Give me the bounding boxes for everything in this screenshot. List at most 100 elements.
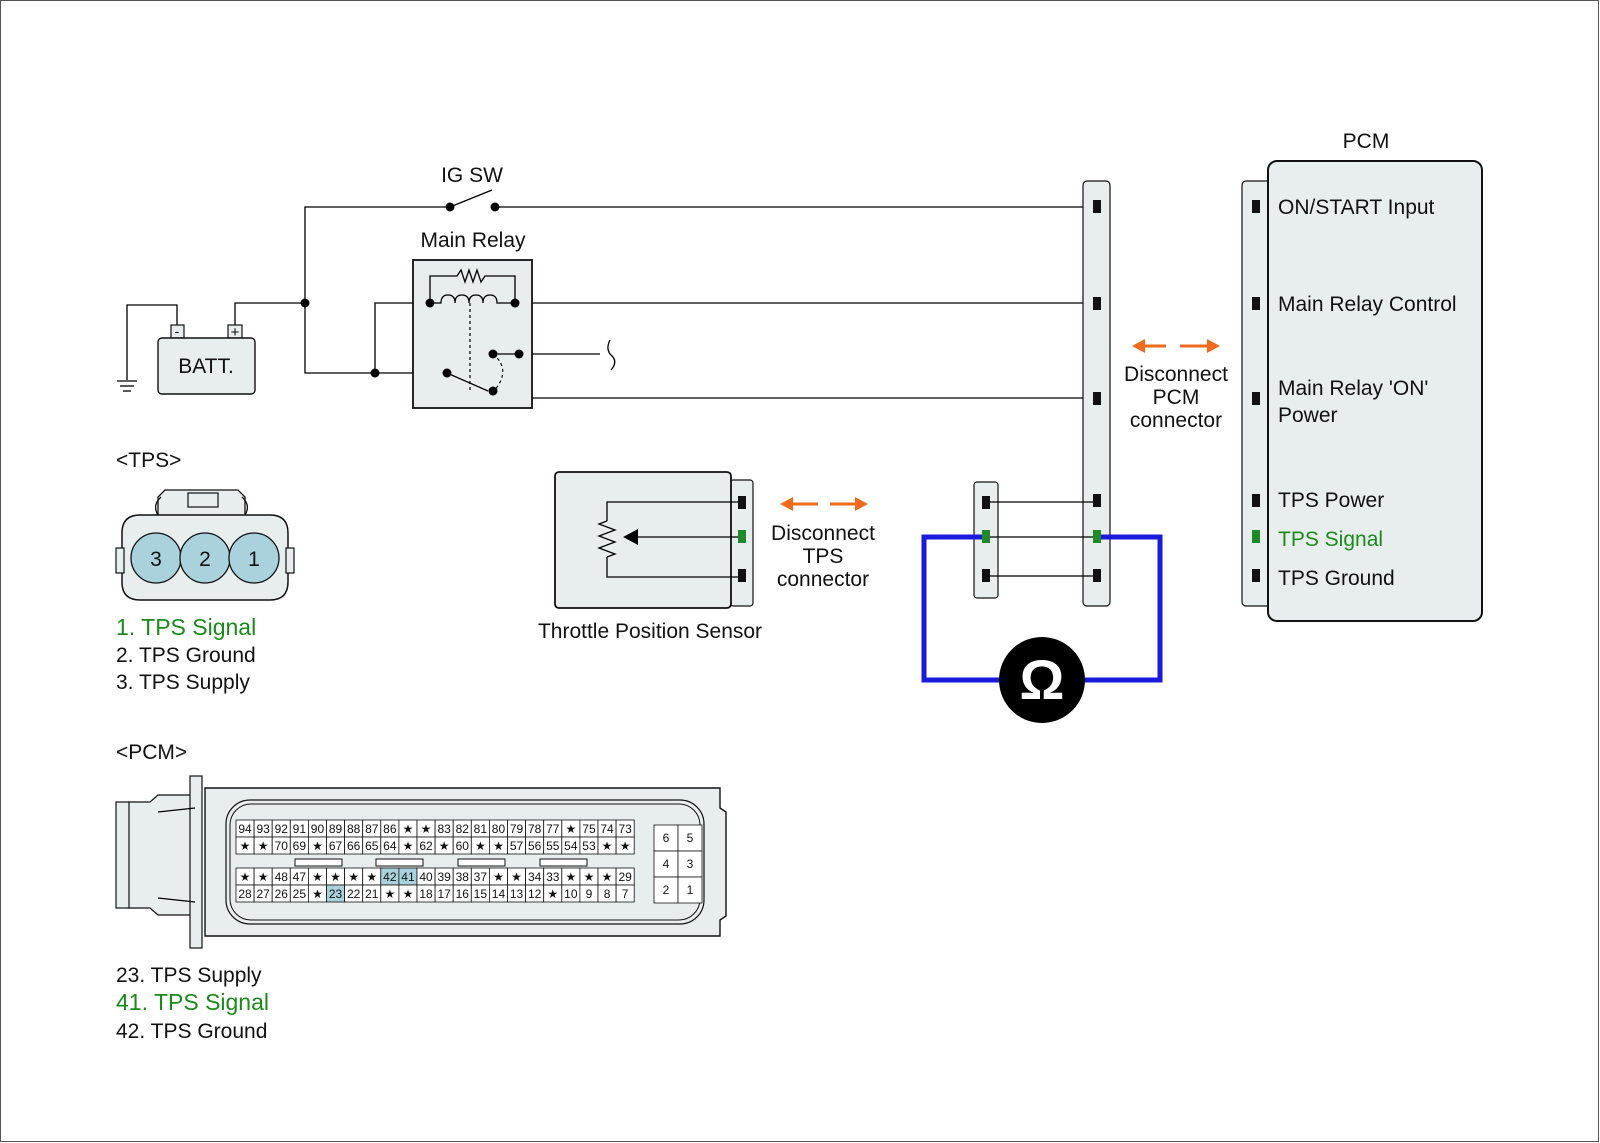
pcm-pin-number: 87	[365, 822, 379, 836]
disconnect-pcm-line2: PCM	[1153, 386, 1200, 409]
pcm-pin-number: 67	[329, 839, 343, 853]
pcm-pin-number: 60	[456, 839, 470, 853]
pcm-pin-number: ★	[240, 839, 251, 853]
pcm-pin-number: ★	[602, 839, 613, 853]
pcm-pin-number: 80	[492, 822, 506, 836]
pcm-pin-number: 54	[564, 839, 578, 853]
meter-lead-right	[1085, 534, 1163, 683]
pcm-pin-number: ★	[602, 870, 613, 884]
pcm-pin-number: 28	[238, 887, 252, 901]
pcm-pin-number: 74	[600, 822, 614, 836]
tps-pin-label: 1	[248, 548, 260, 571]
pcm-pin-number: 53	[582, 839, 596, 853]
pcm-pin-number: 57	[510, 839, 524, 853]
pcm-pin-number: 86	[383, 822, 397, 836]
pcm-box	[1267, 160, 1483, 622]
pcm-pin-number: ★	[620, 839, 631, 853]
pcm-pin-number: 33	[546, 870, 560, 884]
pcm-pin-number: 16	[456, 887, 470, 901]
pcm-pin-number: 13	[510, 887, 524, 901]
pcm-pin-number: 25	[293, 887, 307, 901]
ig-switch-label: IG SW	[441, 164, 503, 187]
pcm-title: PCM	[1343, 130, 1390, 153]
pcm-pin-number: ★	[258, 870, 269, 884]
pcm-pin-number: 89	[329, 822, 343, 836]
pcm-connector-title: <PCM>	[116, 741, 187, 764]
throttle-position-sensor: Throttle Position Sensor	[538, 471, 762, 643]
ohm-meter-icon	[999, 637, 1085, 723]
pcm-pin-number: 81	[474, 822, 488, 836]
pcm-pin-number: 47	[293, 870, 307, 884]
pcm-small-pin-cell	[653, 850, 679, 878]
tps-pin-label: 3	[150, 548, 162, 571]
pcm-pin-label-tps-ground: TPS Ground	[1278, 567, 1395, 590]
pcm-pin-number: 39	[437, 870, 451, 884]
disconnect-tps-callout: Disconnect TPS connector	[771, 497, 875, 591]
pcm-small-pin-number: 1	[687, 883, 694, 897]
pcm-small-pin-number: 2	[663, 883, 670, 897]
pcm-pin-number: 56	[528, 839, 542, 853]
pcm-pin-number: ★	[330, 870, 341, 884]
pcm-pin-label-tps-power: TPS Power	[1278, 489, 1384, 512]
pcm-pin-label-main-relay-control: Main Relay Control	[1278, 293, 1457, 316]
pcm-small-pin-cell	[677, 850, 703, 878]
pcm-pin-number: 69	[293, 839, 307, 853]
pcm-small-pin-number: 5	[687, 831, 694, 845]
pcm-pin-label-tps-signal: TPS Signal	[1278, 528, 1383, 551]
pcm-pin-number: 75	[582, 822, 596, 836]
pcm-pin-number: 82	[456, 822, 470, 836]
tps-pin-label: 2	[199, 548, 211, 571]
pcm-pin-number: 88	[347, 822, 361, 836]
pcm-pin-number: 94	[238, 822, 252, 836]
pcm-pin-number: ★	[511, 870, 522, 884]
pcm-pin-number: ★	[348, 870, 359, 884]
pcm-pin-number: ★	[439, 839, 450, 853]
pcm-pin-number: ★	[240, 870, 251, 884]
pcm-pin-number: 93	[256, 822, 270, 836]
pcm-legend-ground: 42. TPS Ground	[116, 1020, 267, 1043]
pcm-pin-number: ★	[403, 839, 414, 853]
harness-connector-tps	[973, 481, 1093, 599]
pcm-pin-number: 41	[401, 870, 415, 884]
pcm-pin-number: 23	[329, 887, 343, 901]
pcm-pin-number: ★	[565, 870, 576, 884]
pcm-pin-number: 92	[275, 822, 289, 836]
tps-legend-ground: 2. TPS Ground	[116, 644, 256, 667]
pcm-pin-number: 48	[275, 870, 289, 884]
main-relay-box	[412, 259, 533, 409]
pcm-pin-number: 73	[618, 822, 632, 836]
disconnect-pcm-callout: Disconnect PCM connector	[1124, 339, 1228, 432]
battery-plus: +	[231, 324, 240, 341]
pcm-pin-number: ★	[547, 887, 558, 901]
pcm-pin-number: 34	[528, 870, 542, 884]
battery-body	[157, 337, 256, 395]
pcm-legend-signal: 41. TPS Signal	[116, 989, 269, 1015]
pcm-pin-number: 42	[383, 870, 397, 884]
pcm-pin-number: ★	[475, 839, 486, 853]
pcm-pin-number: 10	[564, 887, 578, 901]
pcm-pin-number: 65	[365, 839, 379, 853]
tps-legend-supply: 3. TPS Supply	[116, 671, 250, 694]
pcm-pin-number: 91	[293, 822, 307, 836]
pcm-pin-label-on-start: ON/START Input	[1278, 196, 1435, 219]
pcm-pin-number: ★	[403, 822, 414, 836]
pcm-pin-number: 90	[311, 822, 325, 836]
pcm-pin-number: ★	[493, 870, 504, 884]
pcm-module: PCM ON/START Input Main Relay Control Ma…	[1241, 130, 1483, 622]
battery-label: BATT.	[178, 355, 234, 378]
pcm-pin-number: 77	[546, 822, 560, 836]
pcm-pin-number: 83	[437, 822, 451, 836]
pcm-pin-number: ★	[493, 839, 504, 853]
pcm-pin-number: 38	[456, 870, 470, 884]
pcm-pin-number: 8	[604, 887, 611, 901]
pcm-small-pin-number: 6	[663, 831, 670, 845]
main-relay-label: Main Relay	[420, 229, 526, 252]
pcm-pin-number: ★	[312, 839, 323, 853]
tps-connector-view: <TPS> 3 2 1 1. TPS Signal 2. TPS Ground …	[115, 449, 295, 694]
pcm-pin-number: 29	[618, 870, 632, 884]
pcm-pin-number: ★	[312, 870, 323, 884]
pcm-pin-cell	[615, 836, 635, 855]
pcm-pin-number: 55	[546, 839, 560, 853]
